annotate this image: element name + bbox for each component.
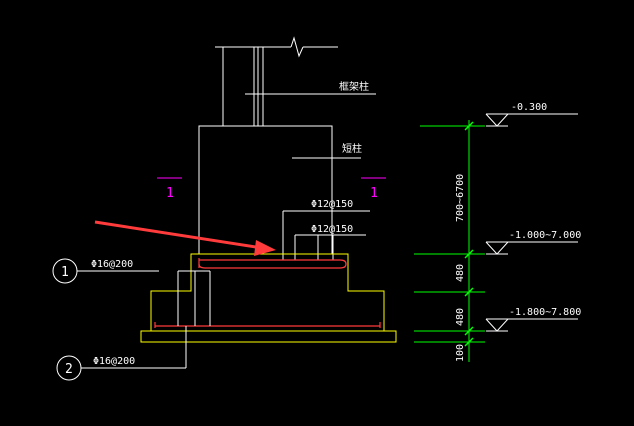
rebar-bottom-mesh <box>154 322 381 328</box>
elevation-mid-label: -1.000~7.000 <box>509 230 581 241</box>
frame-column <box>215 36 376 126</box>
rebar-top-leaders <box>282 210 370 260</box>
short-column-label: 短柱 <box>342 142 362 155</box>
callout-1: 1 <box>52 258 211 326</box>
rebar-top-label-1: Φ12@150 <box>311 199 353 210</box>
section-mark-left: 1 <box>157 177 182 201</box>
dimension-chain <box>414 120 485 362</box>
elevation-marker-top <box>485 113 578 127</box>
rebar-top-mesh <box>198 258 347 269</box>
callout-1-number: 1 <box>61 265 69 280</box>
section-mark-left-label: 1 <box>166 186 174 201</box>
elevation-top-label: -0.300 <box>511 102 547 113</box>
callout-2: 2 <box>56 326 187 381</box>
rebar-bottom-label-2: Φ16@200 <box>93 356 135 367</box>
dimension-d2: 480 <box>455 264 466 282</box>
column-top-label: 框架柱 <box>339 80 369 93</box>
elevation-marker-mid <box>485 241 578 255</box>
dimension-d1: 700~6700 <box>455 174 466 222</box>
dimension-d4: 100 <box>455 344 466 362</box>
section-mark-right: 1 <box>361 177 386 201</box>
dimension-d3: 480 <box>455 308 466 326</box>
rebar-left-label-1: Φ16@200 <box>91 259 133 270</box>
rebar-top-label-2: Φ12@150 <box>311 224 353 235</box>
section-mark-right-label: 1 <box>370 186 378 201</box>
callout-2-number: 2 <box>65 362 73 377</box>
footing-outline <box>140 253 397 343</box>
elevation-bottom-label: -1.800~7.800 <box>509 307 581 318</box>
annotation-arrow <box>94 220 276 256</box>
elevation-marker-bottom <box>485 318 578 332</box>
